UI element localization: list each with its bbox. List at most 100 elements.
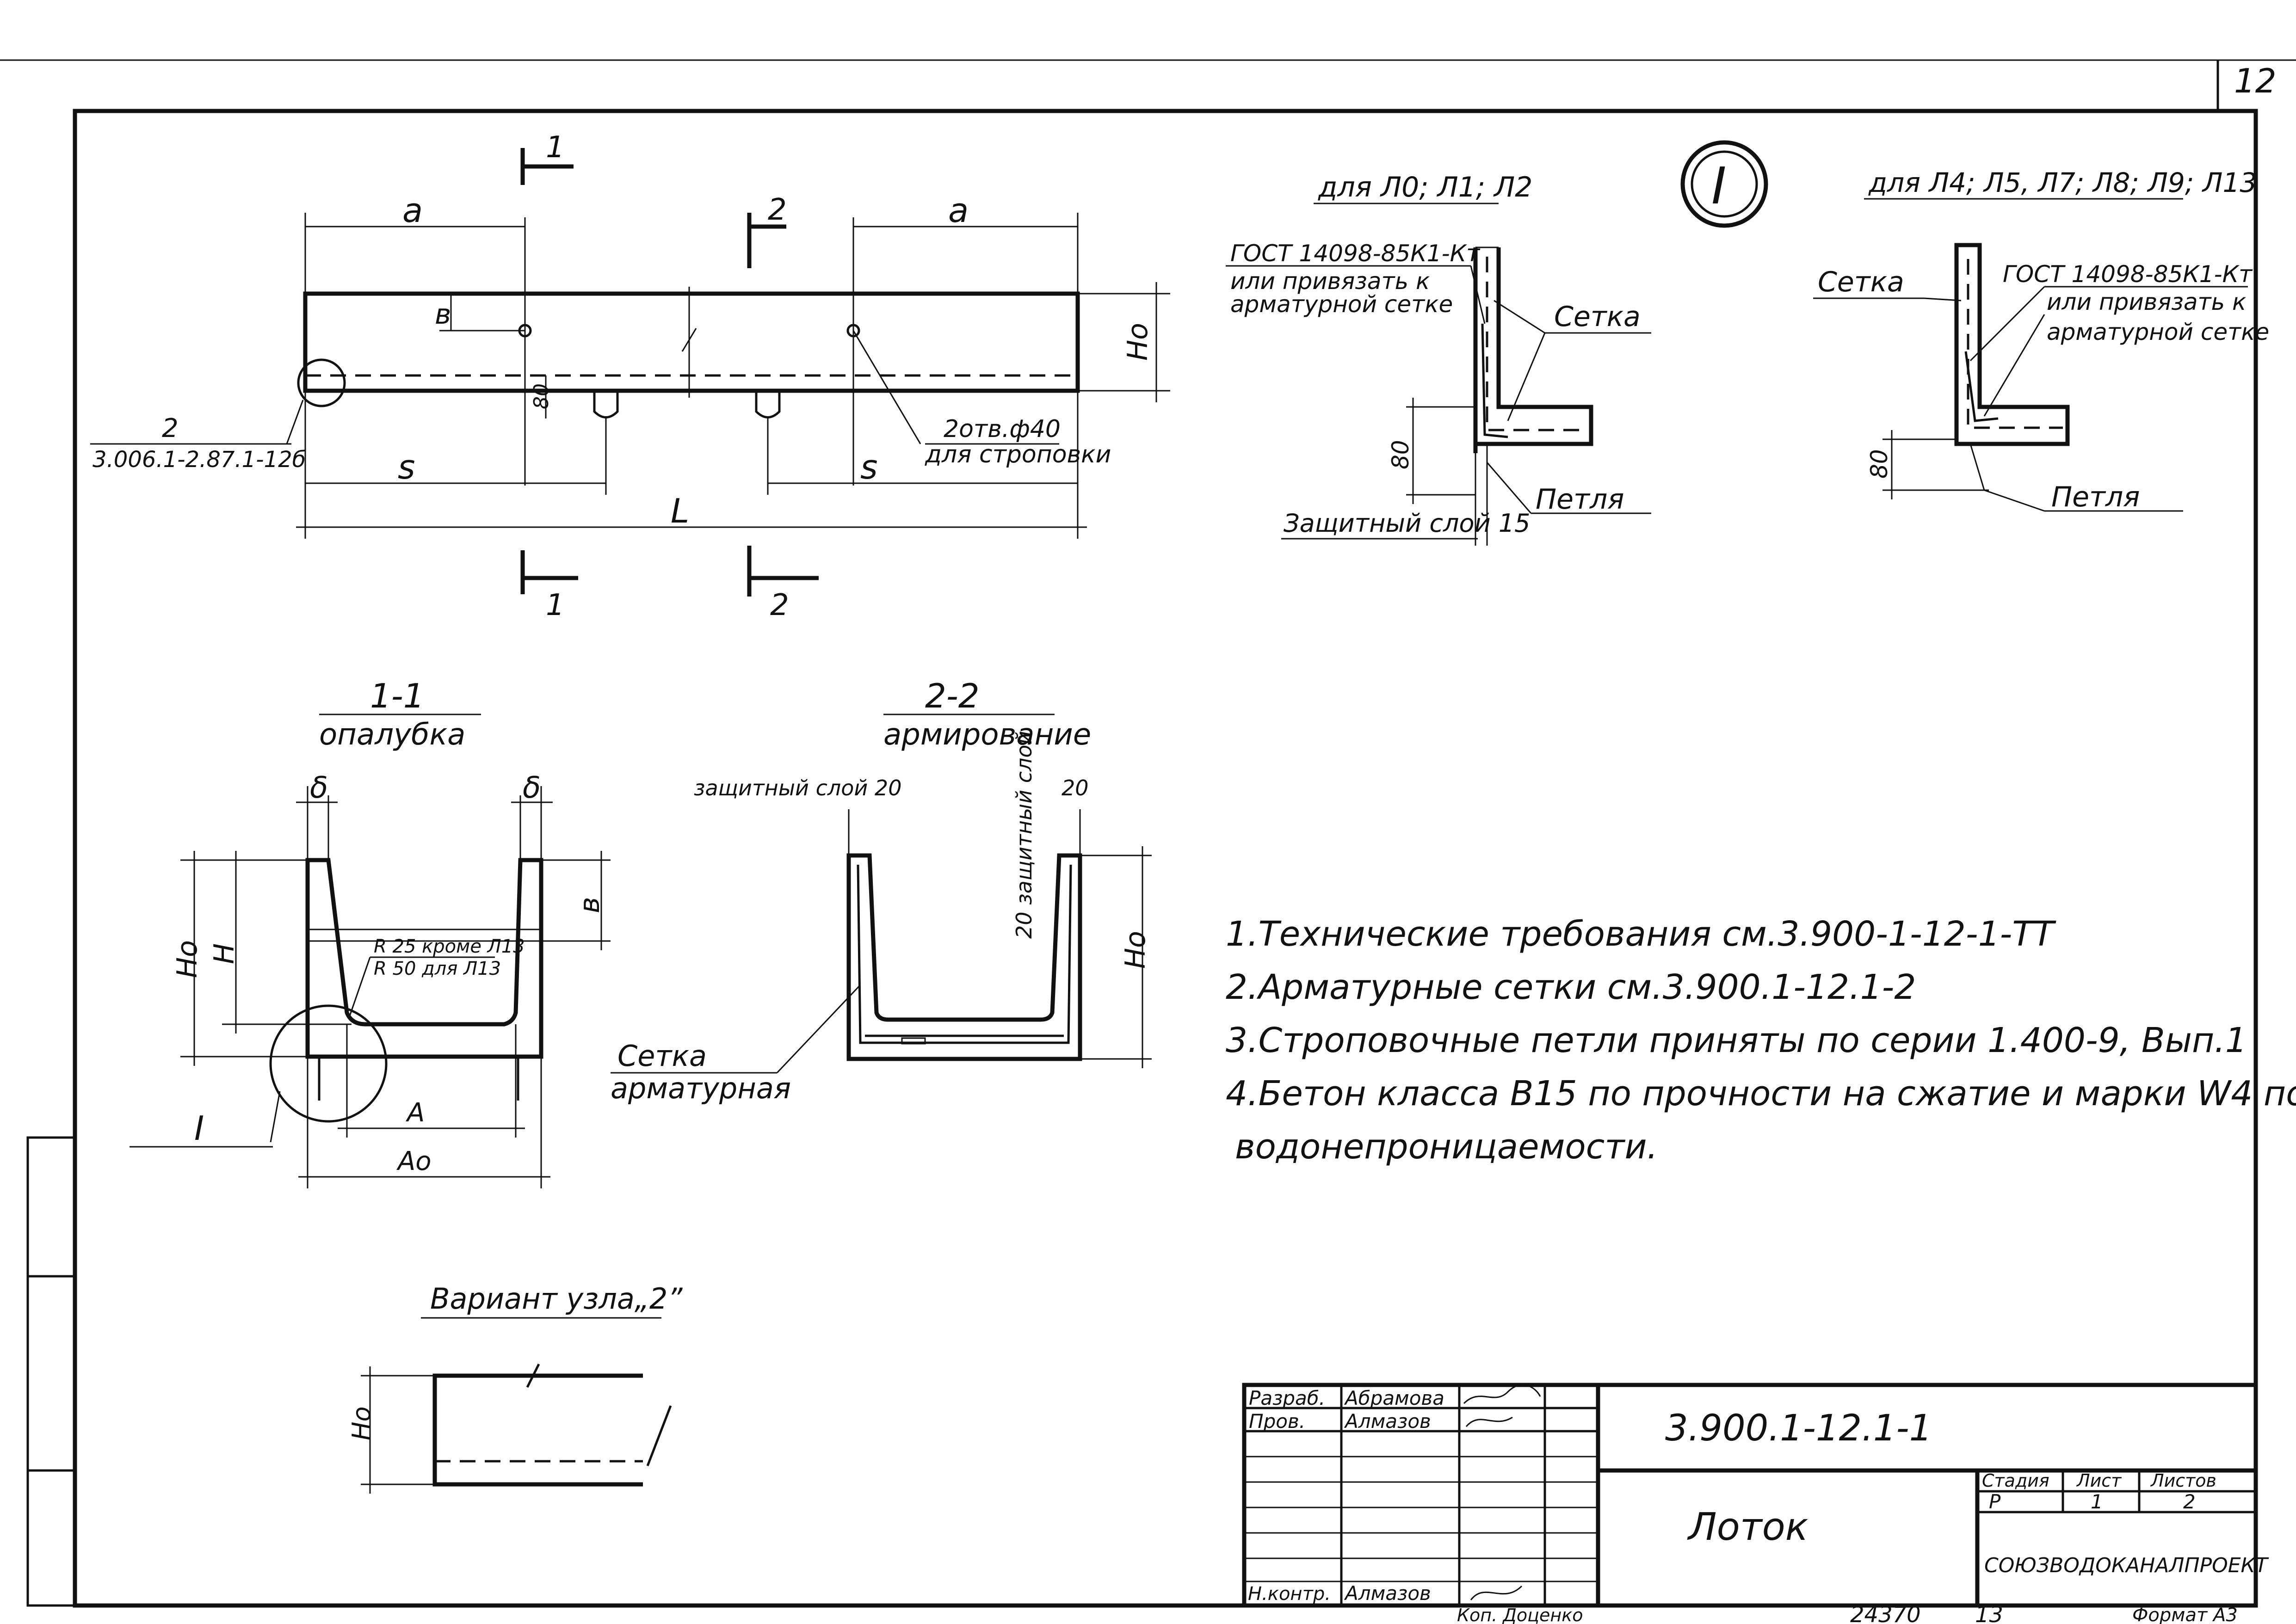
sheets-header: Листов [2150,1470,2216,1491]
node-right-loop: Петля [2051,481,2140,513]
node-detail-left: для Л0; Л1; Л2 ГОСТ 14098-85К1-Кт или пр… [1226,171,1651,546]
footer-inv: 24370 [1850,1602,1921,1624]
signature-1 [1463,1384,1541,1404]
dim-h0: Hо [1122,323,1154,361]
section11-node-circle [269,1004,388,1123]
node-right-title: для Л4; Л5, Л7; Л8; Л9; Л13 [1868,167,2257,198]
drawing-title: Лоток [1687,1505,1808,1549]
node-right-wall [1954,243,2070,446]
stamp-role-1: Разраб. [1249,1387,1325,1409]
section22-h0: Hо [1119,931,1152,969]
section-mark-2-bottom [747,546,819,597]
section-2-bottom-label: 2 [770,588,789,622]
trough-outline [303,291,1080,393]
stamp-role-3: Н.контр. [1248,1583,1331,1605]
section11-d-left: δ [310,771,328,805]
section22-cover-vertical: 20 защитный слой [1012,731,1037,939]
footer-copied: Коп. Доценко [1457,1605,1583,1624]
section11-radius2: R 50 для Л13 [374,958,501,979]
section11-subtitle: опалубка [319,718,465,752]
node-ref-num: 2 [162,413,179,443]
section22-cover-right: 20 [1062,775,1089,800]
variant-h0: Hо [347,1406,376,1440]
sheet-number: 12 [2234,62,2277,100]
holes-label-2: для строповки [925,441,1111,468]
node-right-tie2: арматурной сетке [2047,319,2269,345]
stamp-role-2: Пров. [1249,1410,1305,1433]
section-2-2: 2-2 армирование защитный слой 20 20 20 з… [611,677,1152,1105]
variant-outline [432,1373,643,1487]
lifting-loop-left [593,391,619,418]
node-right-tie1: или привязать к [2047,289,2246,315]
note-4: 4.Бетон класса В15 по прочности на сжати… [1226,1074,2296,1113]
stamp-name-1: Абрамова [1344,1387,1444,1409]
node-left-tie2: арматурной сетке [1230,291,1453,318]
dim-s-left: s [398,448,415,486]
stage-header: Стадия [1982,1470,2049,1491]
section-1-bottom-label: 1 [546,588,565,622]
note-3: 3.Строповочные петли приняты по серии 1.… [1226,1021,2247,1060]
title-block: Разраб. Абрамова Пров. Алмазов Н.контр. … [1242,1383,2269,1608]
node-left-80: 80 [1387,440,1414,469]
note-4-continued: водонепроницаемости. [1235,1127,1658,1167]
node-left-setka: Сетка [1554,301,1641,333]
section11-h0: Hо [171,940,204,978]
section22-subtitle: армирование [883,718,1091,752]
section11-radius1: R 25 кроме Л13 [374,936,525,957]
node-i-marker-text: I [1711,156,1726,215]
section-mark-2-top [747,213,786,268]
dim-l: L [671,492,689,530]
node-left-loop: Петля [1536,483,1624,516]
node-left-title: для Л0; Л1; Л2 [1318,171,1532,203]
doc-code: 3.900.1-12.1-1 [1665,1408,1932,1449]
footer-inv-sheet: 13 [1975,1602,2003,1624]
lifting-loop-right [755,391,781,418]
section11-node-label: I [194,1109,204,1148]
section-1-top-label: 1 [546,130,565,165]
dim-a-right: a [948,191,969,230]
holes-label-1: 2отв.ф40 [944,415,1061,443]
section-mark-1-bottom [520,550,578,594]
sheet-value: 1 [2091,1490,2103,1513]
node-right-gost: ГОСТ 14098-85К1-Кт [2003,261,2253,288]
dim-b: в [435,298,451,331]
node-i-marker: I [1680,140,1768,228]
section11-h: H [208,943,241,964]
section22-cover-label: защитный слой 20 [694,775,901,800]
node-right-setka: Сетка [1818,266,1904,298]
node-detail-right: для Л4; Л5, Л7; Л8; Л9; Л13 Сетка ГОСТ 1… [1813,167,2269,513]
section22-mesh1: Сетка [617,1039,707,1073]
section22-profile [846,853,1082,1061]
section-1-1: 1-1 опалубка δ δ Hо H в R 25 кроме Л13 R… [130,677,611,1188]
node-left-tie1: или привязать к [1230,268,1430,295]
note-1: 1.Технические требования см.3.900-1-12-1… [1226,914,2057,954]
section22-mesh2: арматурная [611,1071,791,1105]
node-2-circle [297,358,346,407]
section22-mesh [857,864,1072,1044]
dim-80: 80 [530,383,553,409]
node-ref-series: 3.006.1-2.87.1-12б [93,447,306,473]
signature-3 [1470,1585,1523,1600]
dim-s-right: s [860,448,878,486]
dim-a-left: a [402,191,423,230]
node-left-gost: ГОСТ 14098-85К1-Кт [1230,240,1481,267]
elevation-view: a a в Hо 80 s s L 1 2 1 2 [90,130,1170,622]
section-mark-1-top [520,148,574,185]
sheet-frame [0,59,2296,1608]
notes: 1.Технические требования см.3.900-1-12-1… [1226,914,2296,1167]
organization: СОЮЗВОДОКАНАЛПРОЕКТ [1984,1554,2269,1577]
stamp-name-3: Алмазов [1344,1582,1431,1605]
section11-b: в [574,897,606,913]
footer-format: Формат А3 [2132,1605,2238,1624]
sheet-header: Лист [2076,1470,2122,1491]
section11-a: A [406,1098,425,1128]
variant-node-2: Вариант узла„2” Hо [347,1282,683,1494]
node-left-wall [1473,247,1593,453]
node-right-80: 80 [1866,449,1893,479]
sheets-value: 2 [2183,1490,2196,1513]
section11-title: 1-1 [370,677,425,715]
section11-d-right: δ [523,771,541,805]
section22-title: 2-2 [925,677,980,715]
signature-2 [1465,1416,1513,1427]
